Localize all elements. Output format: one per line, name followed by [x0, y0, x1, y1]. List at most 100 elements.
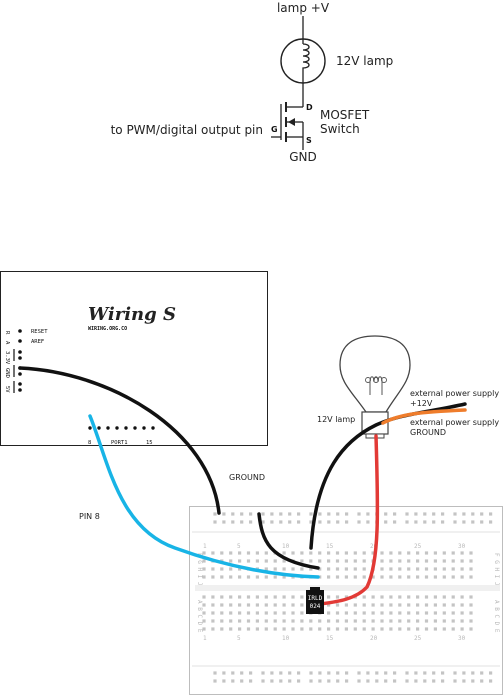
breadboard-hole — [469, 559, 473, 563]
breadboard-hole — [344, 567, 348, 571]
breadboard-hole — [366, 512, 370, 516]
breadboard-hole — [300, 559, 304, 563]
ext-ground-label-1: external power supply — [410, 418, 499, 427]
breadboard-hole — [423, 671, 427, 675]
breadboard-hole — [255, 603, 259, 607]
breadboard-hole — [469, 575, 473, 579]
breadboard-hole — [238, 595, 242, 599]
breadboard-hole — [255, 595, 259, 599]
gate-pin-label: G — [271, 125, 278, 134]
breadboard-hole — [389, 567, 393, 571]
breadboard-hole — [327, 567, 331, 571]
breadboard-hole — [407, 551, 411, 555]
breadboard-hole — [240, 512, 244, 516]
breadboard-hole — [345, 679, 349, 683]
breadboard-hole — [424, 567, 429, 571]
breadboard-hole — [451, 595, 455, 599]
breadboard-hole — [362, 595, 366, 599]
breadboard-hole — [371, 595, 375, 599]
board-5v: 5V — [4, 386, 10, 393]
breadboard-hole — [393, 679, 397, 683]
wires — [18, 366, 467, 606]
breadboard-hole — [398, 559, 402, 563]
breadboard-hole — [288, 512, 292, 516]
breadboard-hole — [362, 603, 366, 607]
breadboard-hole — [441, 520, 445, 524]
breadboard-hole — [270, 520, 274, 524]
breadboard-hole — [327, 551, 331, 555]
breadboard-hole — [344, 619, 348, 623]
breadboard-hole — [375, 671, 379, 675]
breadboard-hole — [270, 671, 274, 675]
breadboard-hole — [240, 671, 244, 675]
breadboard-hole — [335, 627, 340, 631]
breadboard-hole — [249, 679, 253, 683]
breadboard-hole — [362, 575, 366, 579]
breadboard-hole — [264, 619, 268, 623]
breadboard-hole — [336, 671, 340, 675]
breadboard-hole — [362, 611, 366, 615]
breadboard-hole — [309, 520, 313, 524]
breadboard-hole — [460, 603, 464, 607]
breadboard-hole — [291, 619, 295, 623]
breadboard-hole — [393, 520, 397, 524]
breadboard-hole — [327, 619, 331, 623]
ground-label: GND — [289, 150, 317, 164]
board-aref: AREF — [31, 339, 44, 345]
mosfet-symbol — [271, 102, 304, 150]
breadboard-hole — [380, 603, 384, 607]
breadboard-hole — [264, 611, 268, 615]
breadboard-hole — [309, 512, 313, 516]
breadboard-hole — [389, 603, 393, 607]
breadboard-hole — [238, 611, 242, 615]
row-letters-top: F G H I J — [196, 553, 203, 586]
board-url: WIRING.ORG.CO — [88, 326, 127, 332]
breadboard-hole — [246, 603, 251, 607]
breadboard-hole — [424, 551, 429, 555]
breadboard-hole — [291, 551, 295, 555]
breadboard-hole — [389, 551, 393, 555]
breadboard-hole — [416, 611, 420, 615]
breadboard-hole — [432, 520, 436, 524]
breadboard-hole — [222, 679, 226, 683]
breadboard-hole — [318, 520, 322, 524]
breadboard-hole — [480, 679, 484, 683]
breadboard-hole — [469, 627, 473, 631]
breadboard-hole — [344, 595, 348, 599]
breadboard-hole — [416, 595, 420, 599]
breadboard-hole — [357, 671, 361, 675]
breadboard-hole — [318, 679, 322, 683]
breadboard-hole — [291, 627, 295, 631]
chip-label-line1: IRLD — [308, 595, 323, 602]
breadboard-hole — [424, 575, 429, 579]
breadboard-hole — [480, 671, 484, 675]
breadboard-hole — [416, 559, 420, 563]
breadboard-hole — [300, 627, 304, 631]
breadboard-hole — [469, 619, 473, 623]
breadboard-hole — [202, 567, 206, 571]
breadboard-hole — [407, 627, 411, 631]
breadboard-hole — [318, 559, 322, 563]
breadboard-hole — [423, 520, 427, 524]
breadboard-hole — [460, 611, 464, 615]
breadboard-hole — [300, 551, 304, 555]
board-brand: Wiring S — [88, 304, 176, 325]
breadboard-hole — [264, 559, 268, 563]
breadboard-hole — [345, 671, 349, 675]
breadboard-hole — [211, 611, 215, 615]
breadboard-hole — [441, 679, 445, 683]
breadboard-hole — [211, 627, 215, 631]
breadboard-hole — [371, 619, 375, 623]
breadboard-hole — [489, 679, 493, 683]
breadboard-hole — [407, 611, 411, 615]
breadboard-hole — [282, 619, 286, 623]
breadboard-hole — [442, 559, 446, 563]
breadboard-hole — [344, 627, 348, 631]
breadboard-hole — [460, 627, 464, 631]
breadboard-hole — [211, 603, 215, 607]
breadboard-hole — [282, 595, 286, 599]
chip-label-line2: 024 — [310, 603, 321, 610]
breadboard-hole — [300, 611, 304, 615]
breadboard-hole — [460, 551, 464, 555]
breadboard-hole — [442, 627, 446, 631]
